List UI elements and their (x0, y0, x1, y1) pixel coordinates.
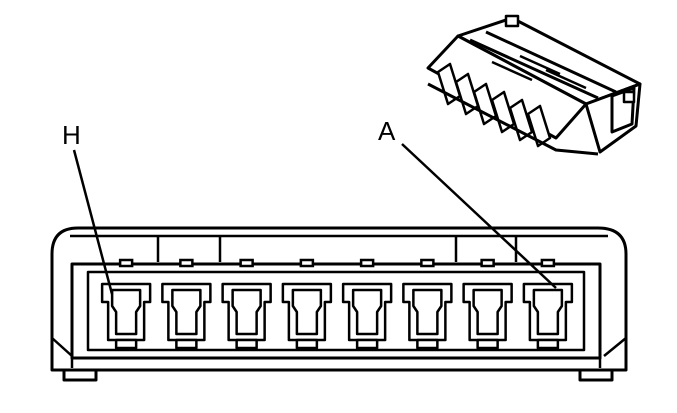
cavity-pad (355, 338, 379, 350)
cavity-terminal (171, 288, 202, 336)
callout-label-a: A (378, 116, 396, 146)
cavity-terminal (231, 288, 262, 336)
latch-notch (540, 258, 556, 268)
callout-label-h: H (62, 120, 81, 150)
cavity-pad (295, 338, 319, 350)
latch-notch (239, 258, 254, 268)
terminal-cavity (221, 282, 272, 350)
latch-notch (118, 258, 134, 268)
callout-leaders (72, 143, 557, 295)
latch-notch (359, 258, 375, 268)
terminal-cavity (402, 282, 453, 350)
cavity-terminal (472, 288, 503, 336)
housing-ribs (156, 236, 518, 262)
latch-notch (299, 258, 315, 268)
terminal-cavity (341, 282, 393, 350)
cavity-terminal (351, 288, 383, 336)
cavity-pad (476, 338, 499, 350)
latch-notch (420, 258, 435, 268)
cavity-pad (536, 338, 560, 350)
housing-foot-right (578, 370, 614, 382)
latch-notch (179, 258, 194, 268)
cavity-terminal (291, 288, 323, 336)
terminal-face-outer (70, 262, 602, 360)
housing-outline (50, 226, 628, 372)
cavity-pad (114, 338, 138, 350)
terminal-cavity (161, 282, 212, 350)
leader-line-h (72, 149, 114, 295)
terminal-cavities (100, 282, 574, 350)
cavity-pad (175, 338, 198, 350)
cavity-terminal (110, 288, 142, 336)
latch-notches (118, 258, 556, 268)
cavity-pad (416, 338, 439, 350)
cavity-pad (235, 338, 258, 350)
terminal-cavity (462, 282, 513, 350)
terminal-cavity (100, 282, 152, 350)
cavity-terminal (532, 288, 564, 336)
leader-line-a (401, 143, 557, 289)
latch-notch (480, 258, 495, 268)
terminal-cavity (522, 282, 574, 350)
terminal-face-inner (86, 270, 586, 352)
connector-isometric-view (426, 14, 642, 156)
connector-front-view (50, 226, 628, 382)
terminal-cavity (281, 282, 333, 350)
cavity-terminal (412, 288, 443, 336)
housing-foot-left (62, 370, 98, 382)
